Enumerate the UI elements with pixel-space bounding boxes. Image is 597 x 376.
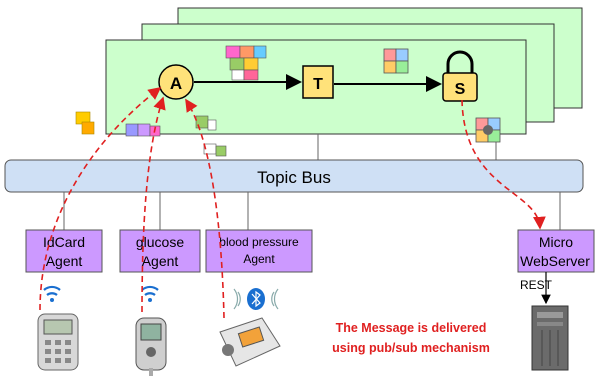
message-line1: The Message is delivered <box>336 321 487 335</box>
blood-pressure-agent-line2: Agent <box>243 252 275 266</box>
server-tower-icon <box>531 305 569 371</box>
puzzle-piece-icon <box>195 115 217 131</box>
rest-label: REST <box>520 278 553 292</box>
node-t <box>302 65 334 99</box>
message-line2: using pub/sub mechanism <box>332 341 490 355</box>
glucose-agent-line2: Agent <box>142 253 179 269</box>
blood-pressure-agent-box <box>205 229 313 273</box>
puzzle-piece-icon <box>75 111 95 135</box>
micro-webserver-box <box>517 229 595 273</box>
wifi-signal-icon <box>43 285 61 302</box>
node-a <box>158 64 194 100</box>
topic-bus-label: Topic Bus <box>257 168 331 187</box>
checkered-square-icon <box>383 48 409 74</box>
blood-pressure-monitor-icon <box>219 317 281 367</box>
node-s-label: S <box>455 81 466 98</box>
bluetooth-icon <box>233 288 279 310</box>
idcard-agent-box <box>25 229 103 273</box>
wifi-signal-icon <box>141 285 159 302</box>
blood-pressure-agent-line1: blood pressure <box>219 235 299 249</box>
id-card-reader-icon <box>37 313 79 371</box>
puzzle-piece-icon <box>203 143 227 157</box>
idcard-agent-line2: Agent <box>46 253 83 269</box>
checkered-square-icon <box>475 117 501 143</box>
glucose-agent-box <box>119 229 201 273</box>
micro-webserver-line1: Micro <box>539 234 573 250</box>
glucose-agent-line1: glucose <box>136 234 184 250</box>
node-t-label: T <box>313 76 323 93</box>
dashed-path-to-webserver <box>461 99 546 230</box>
idcard-agent-line1: IdCard <box>43 234 85 250</box>
dashed-path-idcard <box>39 87 162 311</box>
node-a-label: A <box>170 74 182 93</box>
glucose-meter-icon <box>135 317 167 376</box>
dashed-path-bloodpressure <box>185 98 225 319</box>
padlock-icon <box>442 50 478 102</box>
dashed-path-glucose <box>141 96 166 313</box>
micro-webserver-line2: WebServer <box>520 253 590 269</box>
puzzle-piece-icon <box>225 45 267 81</box>
